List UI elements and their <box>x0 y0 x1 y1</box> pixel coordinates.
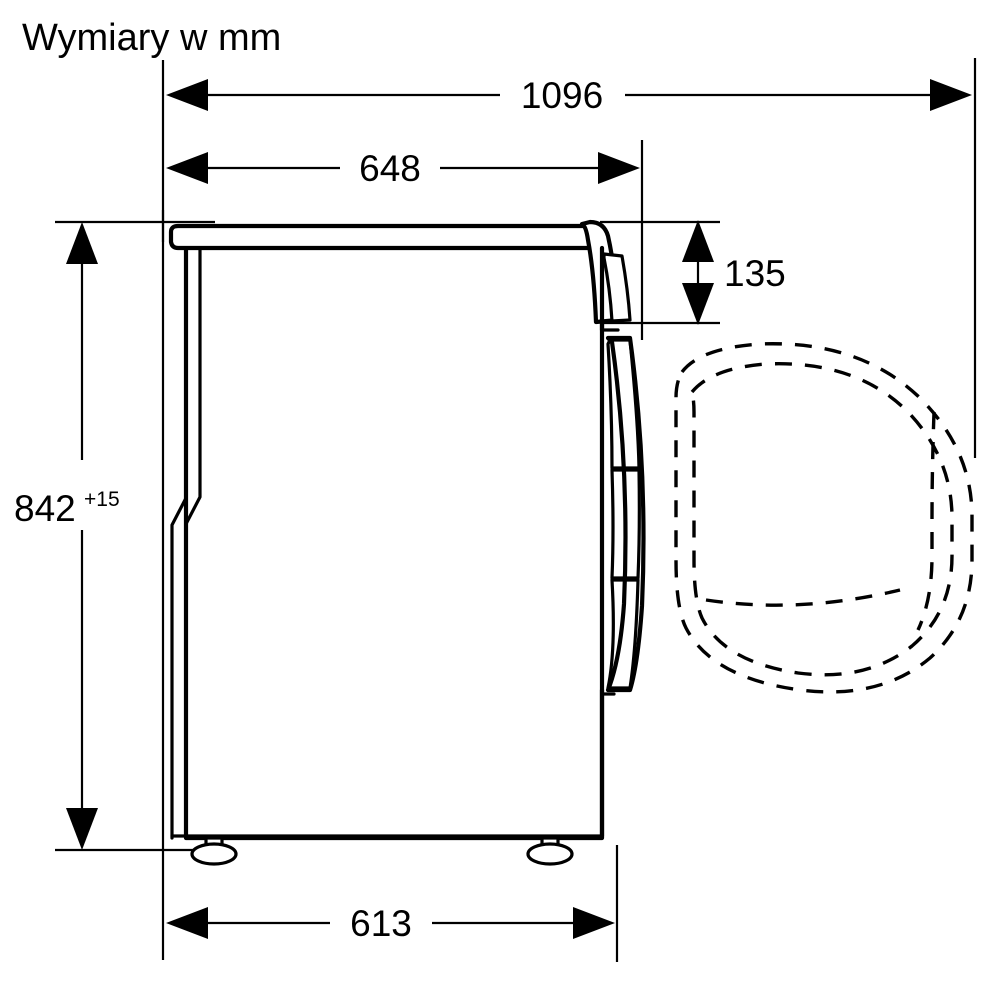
arrowhead-right-613 <box>573 907 615 939</box>
arrowhead-right-1096 <box>930 79 972 111</box>
foot-front-pad <box>526 842 574 866</box>
control-knob <box>602 252 632 323</box>
dim-label-135: 135 <box>724 253 786 294</box>
door-open-edge-line <box>705 588 901 607</box>
door-open-glass-arc <box>916 411 936 631</box>
dimension-1096: 1096 <box>166 75 972 116</box>
door-open-inner-contour <box>690 362 954 677</box>
dimension-135: 135 <box>682 220 786 325</box>
door-segment-middle <box>610 468 641 580</box>
arrowhead-left-1096 <box>166 79 208 111</box>
arrowhead-top-842 <box>66 222 98 264</box>
arrowhead-left-613 <box>166 907 208 939</box>
adjustable-foot-front <box>526 836 574 866</box>
arrowhead-left-648 <box>166 152 208 184</box>
extension-lines <box>55 58 977 962</box>
door-open-outline-dashed <box>674 342 974 694</box>
door-segment-lower <box>606 578 640 690</box>
side-panel-inner-edge <box>184 246 202 840</box>
door-open-outer-contour <box>674 342 974 694</box>
dim-label-648: 648 <box>359 148 421 189</box>
arrowhead-top-135 <box>682 220 714 262</box>
arrowhead-bottom-135 <box>682 283 714 325</box>
worktop <box>168 223 604 251</box>
door-closed-profile <box>605 335 646 693</box>
dim-label-1096: 1096 <box>521 75 603 116</box>
adjustable-foot-rear <box>190 836 238 866</box>
arrowhead-bottom-842 <box>66 808 98 850</box>
appliance-side-view <box>168 219 646 866</box>
arrowhead-right-648 <box>598 152 640 184</box>
dimension-613: 613 <box>166 903 615 944</box>
foot-rear-pad <box>190 842 238 866</box>
dimension-648: 648 <box>166 148 640 189</box>
side-panel-outer-edge <box>170 246 188 840</box>
dim-label-842: 842 <box>14 488 76 529</box>
cabinet-body <box>183 237 605 841</box>
dim-label-613: 613 <box>350 903 412 944</box>
dim-label-842-tolerance: +15 <box>84 488 120 511</box>
page-title: Wymiary w mm <box>22 17 281 59</box>
door-segment-upper <box>606 338 641 470</box>
dimension-842: 842 +15 <box>14 222 120 850</box>
